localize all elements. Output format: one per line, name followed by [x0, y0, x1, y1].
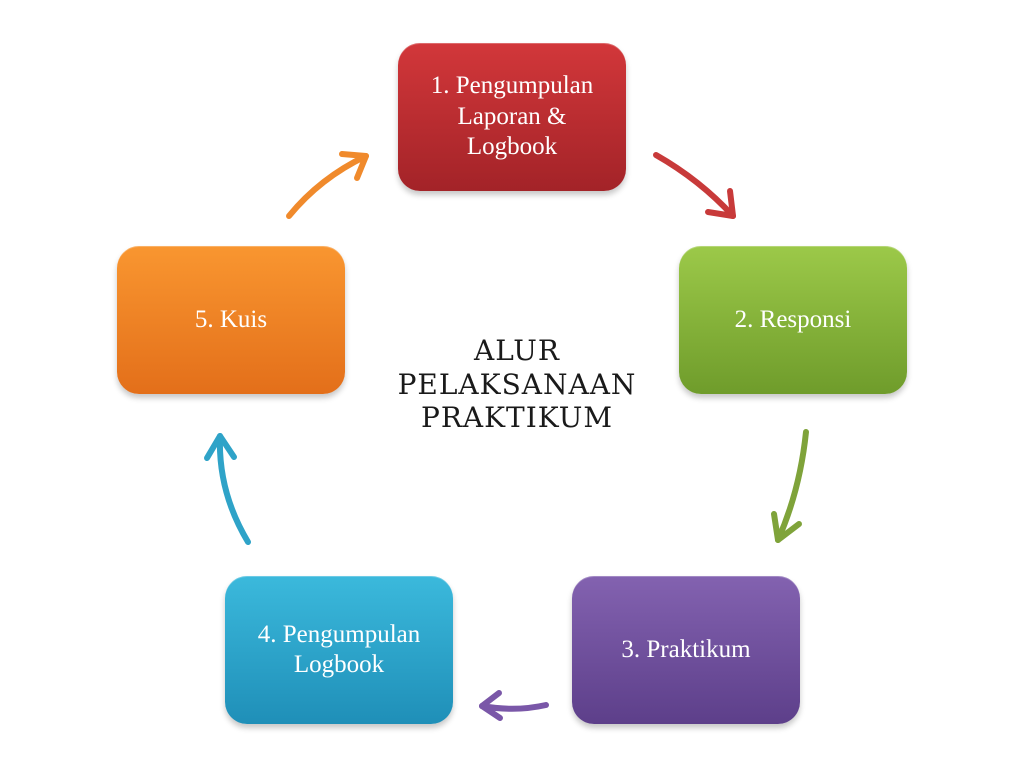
step-4-box: 4. Pengumpulan Logbook	[225, 576, 453, 724]
arrow-3-to-4	[479, 702, 549, 712]
step-1-box: 1. Pengumpulan Laporan & Logbook	[398, 43, 626, 191]
step-5-label: 5. Kuis	[194, 305, 268, 333]
arrow-2-to-3-head	[771, 511, 802, 543]
arrow-2-to-3	[775, 429, 809, 543]
arrow-3-to-4-head	[479, 690, 503, 721]
step-2-box: 2. Responsi	[679, 246, 907, 394]
step-3-box: 3. Praktikum	[572, 576, 800, 724]
step-4-label: 4. Pengumpulan Logbook	[257, 620, 421, 679]
arrow-5-to-1-head	[339, 151, 369, 181]
arrow-4-to-5-head	[204, 433, 237, 461]
title-line-2: PELAKSANAAN	[397, 367, 637, 401]
step-2-label: 2. Responsi	[734, 305, 852, 333]
arrow-1-to-2	[653, 152, 736, 219]
diagram-title: ALUR PELAKSANAAN PRAKTIKUM	[372, 334, 662, 435]
step-3-label: 3. Praktikum	[621, 635, 751, 663]
step-5-box: 5. Kuis	[117, 246, 345, 394]
arrow-1-to-2-head	[705, 188, 736, 219]
arrow-5-to-1	[286, 153, 369, 219]
step-1-label: 1. Pengumpulan Laporan & Logbook	[430, 72, 594, 161]
title-line-3: PRAKTIKUM	[421, 401, 613, 435]
title-line-1: ALUR	[474, 334, 560, 367]
arrow-4-to-5	[216, 433, 251, 545]
